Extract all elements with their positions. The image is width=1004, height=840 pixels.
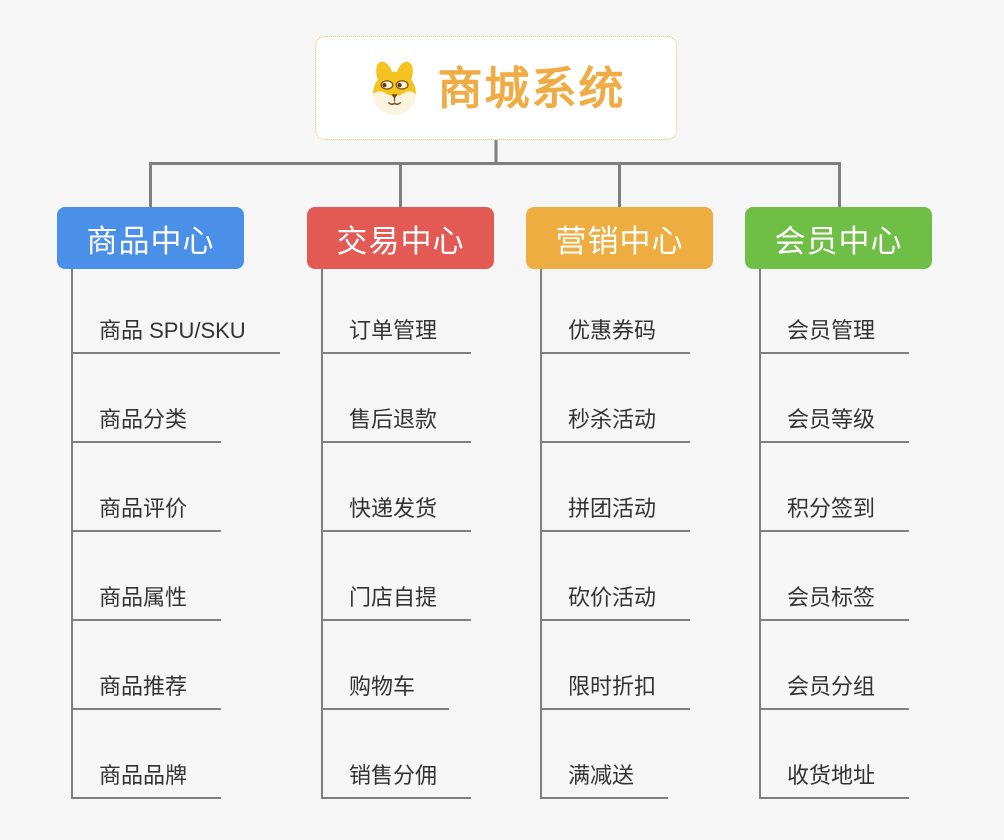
leaf-node[interactable]: 销售分佣: [321, 710, 472, 799]
leaf-node-label: 会员分组: [787, 674, 876, 699]
leaf-node[interactable]: 会员管理: [759, 269, 910, 354]
leaf-node-label: 商品属性: [99, 585, 188, 610]
branch-connector-line: [540, 269, 542, 799]
leaf-node[interactable]: 购物车: [321, 621, 450, 710]
branch-label: 营销中心: [555, 223, 684, 259]
leaf-node-label: 拼团活动: [568, 496, 657, 521]
root-node-title: 商城系统: [437, 62, 626, 114]
leaf-node-label: 快递发货: [349, 496, 438, 521]
leaf-node[interactable]: 商品品牌: [71, 710, 222, 799]
branch-node-member-center[interactable]: 会员中心: [745, 207, 932, 269]
leaf-node-label: 会员管理: [787, 318, 876, 343]
leaf-node[interactable]: 积分签到: [759, 443, 910, 532]
branch-connector-line: [71, 269, 73, 799]
branch-label: 商品中心: [86, 223, 215, 259]
branch-node-trade-center[interactable]: 交易中心: [307, 207, 494, 269]
leaf-node-label: 商品品牌: [99, 763, 188, 788]
branch-product-center: 商品中心商品 SPU/SKU 商品分类商品评价商品属性商品推荐商品品牌: [57, 207, 280, 799]
leaf-node-label: 订单管理: [349, 318, 438, 343]
branch-connector-line: [759, 269, 761, 799]
leaf-node-label: 商品 SPU/SKU: [99, 318, 246, 343]
root-node[interactable]: 商城系统: [315, 36, 677, 140]
leaf-node[interactable]: 商品推荐: [71, 621, 222, 710]
branch-connector-line: [321, 269, 323, 799]
leaf-node[interactable]: 拼团活动: [540, 443, 691, 532]
branch-items: 优惠券码秒杀活动拼团活动砍价活动限时折扣满减送: [540, 269, 691, 799]
leaf-node-label: 商品评价: [99, 496, 188, 521]
leaf-node-label: 购物车: [349, 674, 416, 699]
leaf-node-label: 会员等级: [787, 407, 876, 432]
leaf-node-label: 售后退款: [349, 407, 438, 432]
leaf-node-label: 秒杀活动: [568, 407, 657, 432]
leaf-node[interactable]: 商品评价: [71, 443, 222, 532]
branch-marketing-center: 营销中心优惠券码秒杀活动拼团活动砍价活动限时折扣满减送: [526, 207, 713, 799]
leaf-node-label: 优惠券码: [568, 318, 657, 343]
leaf-node[interactable]: 限时折扣: [540, 621, 691, 710]
leaf-node-label: 商品分类: [99, 407, 188, 432]
branch-node-product-center[interactable]: 商品中心: [57, 207, 244, 269]
leaf-node[interactable]: 秒杀活动: [540, 354, 691, 443]
leaf-node-label: 会员标签: [787, 585, 876, 610]
leaf-node-label: 满减送: [568, 763, 635, 788]
leaf-node[interactable]: 售后退款: [321, 354, 472, 443]
leaf-node[interactable]: 砍价活动: [540, 532, 691, 621]
branch-trade-center: 交易中心订单管理售后退款快递发货门店自提购物车销售分佣: [307, 207, 494, 799]
leaf-node[interactable]: 订单管理: [321, 269, 472, 354]
leaf-node-label: 限时折扣: [568, 674, 657, 699]
leaf-node[interactable]: 门店自提: [321, 532, 472, 621]
leaf-node-label: 商品推荐: [99, 674, 188, 699]
branch-items: 订单管理售后退款快递发货门店自提购物车销售分佣: [321, 269, 472, 799]
branch-items: 会员管理会员等级积分签到会员标签会员分组收货地址: [759, 269, 910, 799]
leaf-node-label: 砍价活动: [568, 585, 657, 610]
branch-items: 商品 SPU/SKU 商品分类商品评价商品属性商品推荐商品品牌: [71, 269, 280, 799]
leaf-node[interactable]: 会员等级: [759, 354, 910, 443]
leaf-node[interactable]: 快递发货: [321, 443, 472, 532]
leaf-node[interactable]: 收货地址: [759, 710, 910, 799]
leaf-node-label: 收货地址: [787, 763, 876, 788]
branch-node-marketing-center[interactable]: 营销中心: [526, 207, 713, 269]
leaf-node-label: 积分签到: [787, 496, 876, 521]
branch-label: 会员中心: [774, 223, 903, 259]
leaf-node[interactable]: 会员标签: [759, 532, 910, 621]
branch-member-center: 会员中心会员管理会员等级积分签到会员标签会员分组收货地址: [745, 207, 932, 799]
leaf-node[interactable]: 会员分组: [759, 621, 910, 710]
shiba-dog-icon: [373, 61, 417, 114]
leaf-node[interactable]: 满减送: [540, 710, 669, 799]
leaf-node-label: 销售分佣: [349, 763, 438, 788]
branch-label: 交易中心: [336, 223, 465, 259]
leaf-node[interactable]: 商品 SPU/SKU: [71, 269, 280, 354]
leaf-node[interactable]: 商品属性: [71, 532, 222, 621]
leaf-node[interactable]: 商品分类: [71, 354, 222, 443]
leaf-node-label: 门店自提: [349, 585, 438, 610]
leaf-node[interactable]: 优惠券码: [540, 269, 691, 354]
